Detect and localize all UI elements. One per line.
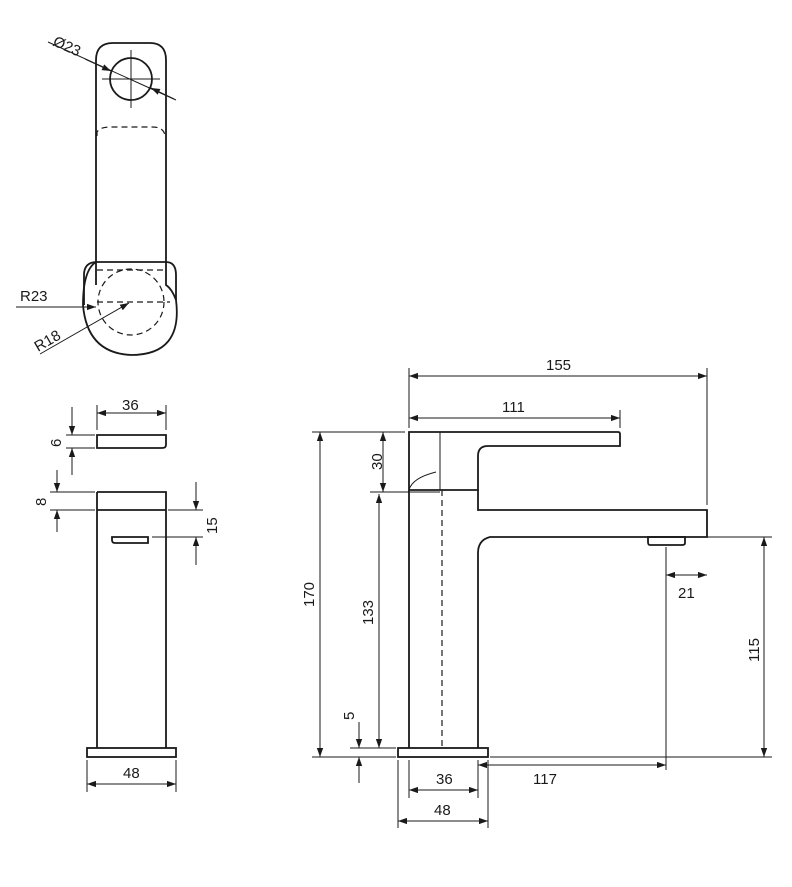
front-view: 155 111 30 170 133 5 21 115 — [301, 357, 772, 828]
top-view-outline — [82, 42, 178, 356]
dim-front-133: 133 — [360, 600, 377, 625]
dim-front-170: 170 — [301, 582, 318, 607]
dim-side-48: 48 — [123, 765, 140, 782]
dim-side-36: 36 — [122, 397, 139, 414]
side-base — [86, 747, 177, 758]
top-view: Ø23 R23 R18 — [16, 33, 178, 356]
dim-front-48: 48 — [434, 802, 451, 819]
side-body — [96, 491, 167, 748]
dim-front-111: 111 — [502, 399, 525, 416]
dim-front-155: 155 — [546, 357, 571, 374]
dim-side-8: 8 — [33, 498, 50, 506]
dim-side-15: 15 — [204, 517, 221, 534]
side-lever — [96, 434, 167, 449]
front-base — [397, 747, 489, 758]
side-view: 36 6 8 15 48 — [33, 397, 221, 792]
dim-radius-23: R23 — [20, 288, 48, 305]
front-body-spout — [408, 490, 708, 748]
dim-radius-18: R18 — [32, 327, 64, 355]
dim-front-117: 117 — [533, 771, 557, 788]
dim-side-6: 6 — [48, 439, 65, 447]
dim-front-36: 36 — [436, 771, 453, 788]
dim-front-21: 21 — [678, 585, 695, 602]
dim-front-5: 5 — [341, 712, 358, 720]
dim-front-115: 115 — [746, 638, 763, 662]
dim-front-30: 30 — [369, 453, 386, 470]
front-lever — [408, 431, 621, 491]
